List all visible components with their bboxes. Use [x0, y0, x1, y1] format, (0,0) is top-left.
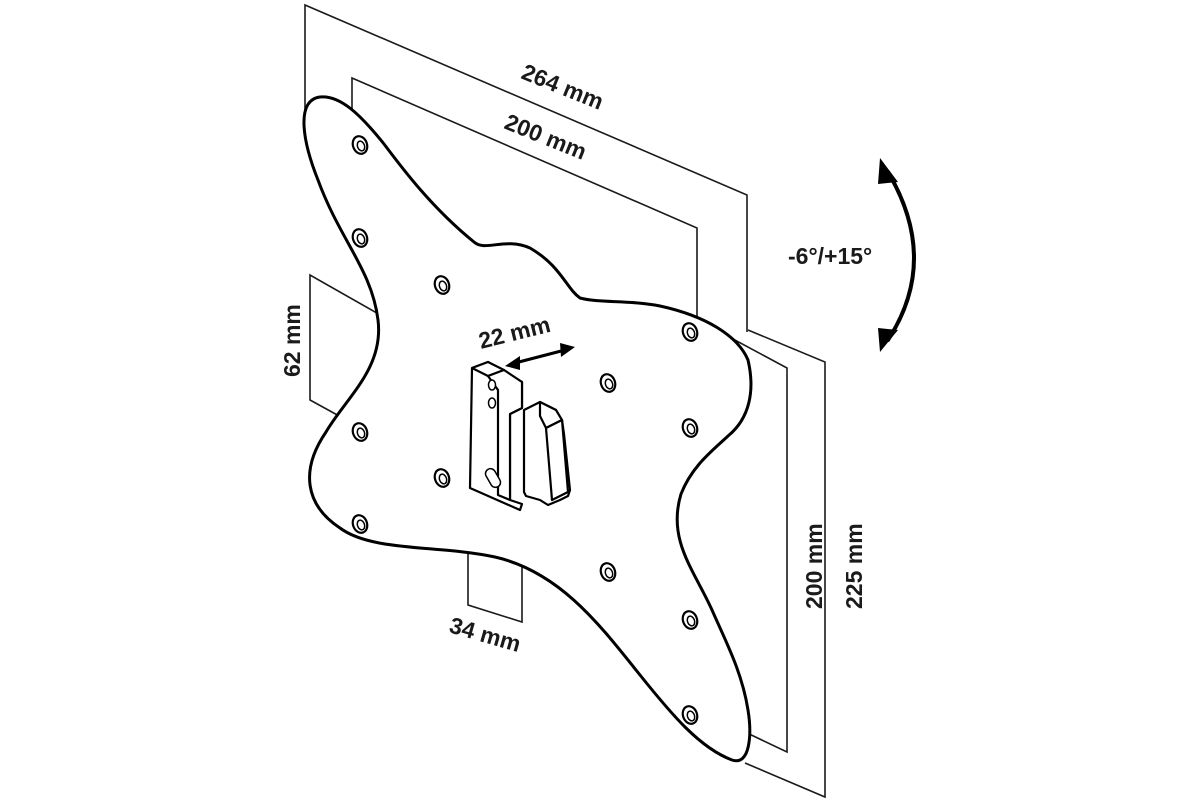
hole-icon: [351, 228, 369, 248]
dim-264-lines: [304, 3, 748, 332]
dim-200-top-lines: [351, 76, 698, 328]
hole-icon: [681, 322, 699, 342]
label-hole-spacing-width: 200 mm: [501, 109, 590, 165]
tilt-arrow-icon: [878, 158, 916, 352]
hole-icon: [681, 418, 699, 438]
dim-225-right-lines: [744, 329, 826, 799]
hole-icon: [433, 275, 451, 295]
label-overall-height: 225 mm: [841, 523, 867, 609]
mounting-holes: [351, 135, 699, 725]
dim-200-right-lines: [719, 331, 788, 754]
hole-icon: [681, 610, 699, 630]
label-tilt-range: -6°/+15°: [788, 243, 872, 269]
hole-icon: [599, 562, 617, 582]
hole-icon: [599, 373, 617, 393]
label-overall-width: 264 mm: [518, 59, 607, 115]
hole-icon: [681, 705, 699, 725]
dim-22-arrow-icon: [505, 343, 575, 370]
label-bracket-height: 62 mm: [279, 304, 305, 377]
bracket-hole-icon: [487, 397, 497, 409]
hole-icon: [351, 422, 369, 442]
hole-icon: [351, 514, 369, 534]
hole-icon: [351, 135, 369, 155]
bracket-hole-icon: [487, 379, 497, 391]
bracket-slot-icon: [484, 467, 502, 489]
hole-icon: [433, 468, 451, 488]
label-hole-spacing-height: 200 mm: [801, 523, 827, 609]
bracket: [468, 360, 572, 512]
